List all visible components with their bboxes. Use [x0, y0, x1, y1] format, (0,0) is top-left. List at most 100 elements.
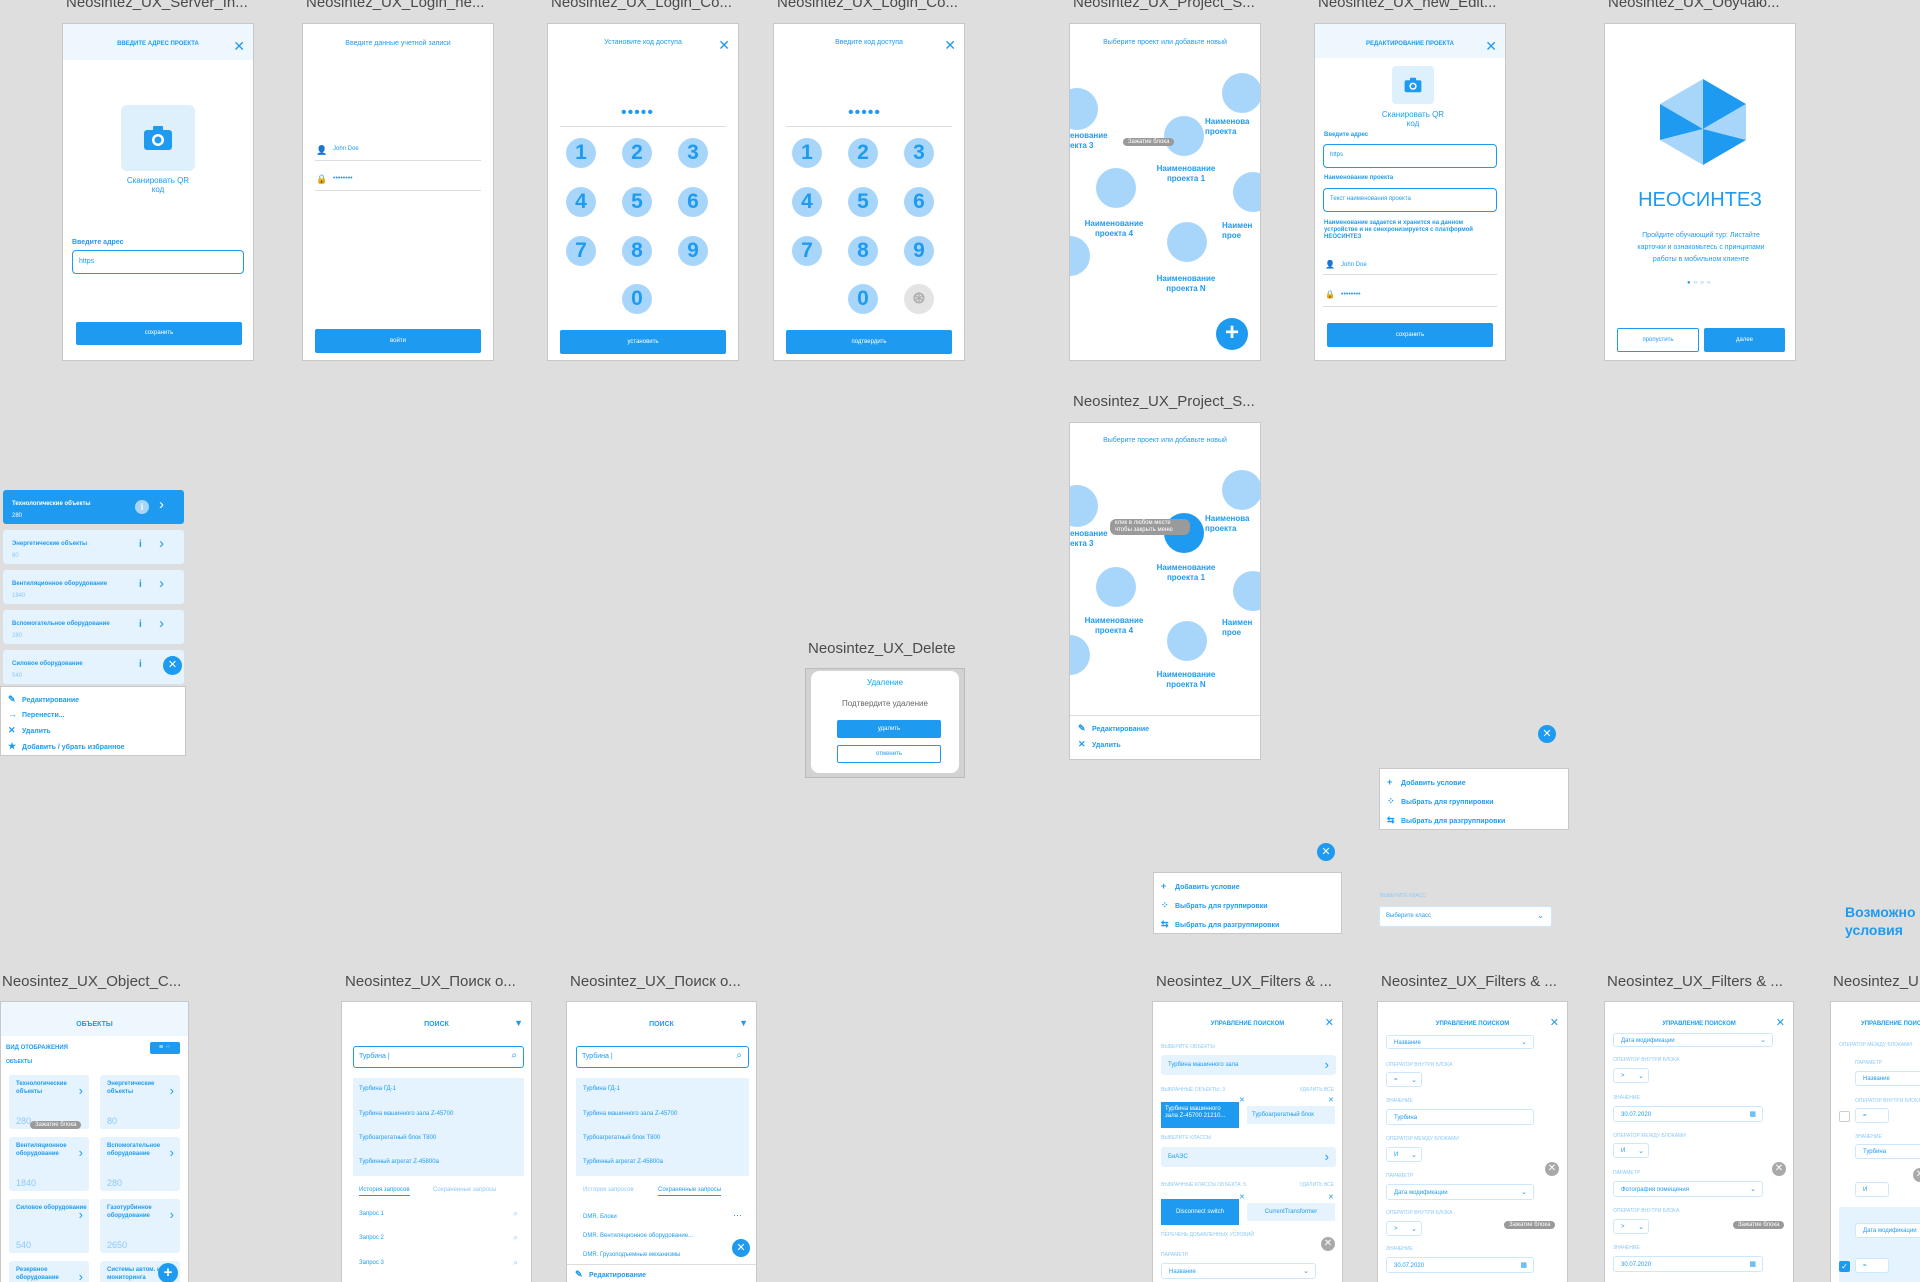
- result-item[interactable]: Турбина ГД-1: [359, 1086, 396, 1092]
- menu-item-add-condition[interactable]: +Добавить условие: [1161, 881, 1240, 891]
- close-icon[interactable]: ✕: [1549, 1017, 1559, 1029]
- menu-item-edit[interactable]: ✎Редактирование: [8, 694, 80, 704]
- param-select[interactable]: Название: [1855, 1071, 1920, 1086]
- more-icon[interactable]: ⋯: [733, 1210, 742, 1220]
- key-6[interactable]: 6: [904, 187, 934, 217]
- info-icon[interactable]: i: [135, 500, 149, 514]
- login-button[interactable]: войти: [315, 329, 481, 353]
- menu-item-group[interactable]: ⁘Выбрать для группировки: [1161, 900, 1268, 910]
- operator-select[interactable]: =⌄: [1386, 1072, 1422, 1087]
- key-5[interactable]: 5: [848, 187, 878, 217]
- confirm-pin-button[interactable]: подтвердить: [786, 330, 952, 354]
- result-item[interactable]: Турбоагрегатный блок Т800: [583, 1135, 661, 1141]
- tab-history[interactable]: История запросов: [583, 1187, 634, 1193]
- close-icon[interactable]: ✕: [1239, 1097, 1245, 1104]
- menu-item-favorite[interactable]: ★Добавить / убрать избранное: [8, 741, 125, 751]
- history-item[interactable]: Запрос 3: [359, 1260, 384, 1266]
- between-operator-select[interactable]: И: [1855, 1182, 1889, 1197]
- close-icon[interactable]: ✕: [1545, 1162, 1559, 1176]
- result-item[interactable]: Турбоагрегатный блок Т800: [359, 1135, 437, 1141]
- key-0[interactable]: 0: [848, 284, 878, 314]
- saved-item[interactable]: DMR. Грузоподъемные механизмы: [583, 1252, 681, 1258]
- menu-item-ungroup[interactable]: ⇆Выбрать для разгруппировки: [1387, 815, 1506, 825]
- key-3[interactable]: 3: [904, 138, 934, 168]
- operator-select[interactable]: =: [1855, 1258, 1889, 1273]
- result-item[interactable]: Турбинный агрегат Z-45800a: [583, 1159, 663, 1165]
- project-bubble[interactable]: [1070, 236, 1090, 276]
- operator-select[interactable]: =: [1855, 1108, 1889, 1123]
- param-select[interactable]: Дата модификации⌄: [1386, 1184, 1534, 1200]
- add-object-button[interactable]: +: [158, 1263, 178, 1282]
- menu-item-edit[interactable]: ✎Редактирование: [575, 1269, 647, 1279]
- project-bubble[interactable]: [1096, 168, 1136, 208]
- search-icon[interactable]: ⌕: [513, 1258, 518, 1267]
- class-select[interactable]: Выберите класс⌄: [1379, 906, 1552, 927]
- close-icon[interactable]: ✕: [1324, 1017, 1334, 1029]
- search-icon[interactable]: ⌕: [513, 1233, 518, 1242]
- key-9[interactable]: 9: [678, 236, 708, 266]
- chevron-right-icon[interactable]: ›: [159, 615, 164, 632]
- param-select[interactable]: Дата модификации: [1855, 1223, 1920, 1238]
- menu-item-move[interactable]: →Перенести...: [8, 709, 65, 719]
- key-8[interactable]: 8: [848, 236, 878, 266]
- date-input[interactable]: 30.07.2020▦: [1613, 1256, 1763, 1272]
- result-item[interactable]: Турбина машинного зала Z-45700: [359, 1111, 454, 1117]
- close-icon[interactable]: ✕: [1775, 1017, 1785, 1029]
- key-6[interactable]: 6: [678, 187, 708, 217]
- list-item[interactable]: Энергетические объекты 80 i ›: [3, 530, 184, 564]
- menu-item-ungroup[interactable]: ⇆Выбрать для разгруппировки: [1161, 919, 1280, 929]
- param-select[interactable]: Фотография помещения⌄: [1613, 1181, 1763, 1197]
- key-4[interactable]: 4: [792, 187, 822, 217]
- chevron-right-icon[interactable]: ›: [159, 575, 164, 592]
- history-item[interactable]: Запрос 2: [359, 1235, 384, 1241]
- tab-saved[interactable]: Сохраненные запросы: [658, 1187, 722, 1196]
- menu-item-edit[interactable]: ✎Редактирование: [1078, 723, 1150, 733]
- menu-item-group[interactable]: ⁘Выбрать для группировки: [1387, 796, 1494, 806]
- project-bubble[interactable]: [1070, 485, 1098, 527]
- chosen-class-chip[interactable]: Disconnect switch: [1161, 1199, 1239, 1225]
- tab-saved[interactable]: Сохраненные запросы: [433, 1187, 497, 1193]
- info-icon[interactable]: i: [139, 539, 142, 550]
- fingerprint-icon[interactable]: ⊛: [904, 284, 934, 314]
- close-icon[interactable]: ✕: [1485, 38, 1497, 54]
- key-2[interactable]: 2: [622, 138, 652, 168]
- key-7[interactable]: 7: [792, 236, 822, 266]
- key-1[interactable]: 1: [792, 138, 822, 168]
- project-bubble[interactable]: [1164, 116, 1204, 156]
- class-select[interactable]: БиАЭС›: [1161, 1147, 1336, 1167]
- key-2[interactable]: 2: [848, 138, 878, 168]
- result-item[interactable]: Турбина машинного зала Z-45700: [583, 1111, 678, 1117]
- chosen-object-chip[interactable]: Турбина машинного зала Z-45700 21210...: [1161, 1102, 1239, 1128]
- saved-item[interactable]: DMR. Блоки: [583, 1214, 617, 1220]
- between-operator-select[interactable]: И⌄: [1386, 1147, 1422, 1162]
- chosen-class-chip[interactable]: CurrentTransformer: [1247, 1203, 1335, 1221]
- username-field[interactable]: John Doe: [1341, 262, 1367, 268]
- key-0[interactable]: 0: [622, 284, 652, 314]
- close-icon[interactable]: ✕: [1321, 1237, 1335, 1251]
- scan-qr-button[interactable]: [1392, 66, 1434, 104]
- value-input[interactable]: Турбина: [1386, 1109, 1534, 1125]
- save-button[interactable]: сохранить: [76, 322, 242, 345]
- project-bubble[interactable]: [1222, 73, 1260, 113]
- project-bubble[interactable]: [1233, 172, 1260, 212]
- project-bubble[interactable]: [1233, 571, 1260, 611]
- close-icon[interactable]: ✕: [1538, 725, 1556, 743]
- list-item[interactable]: Вспомогательное оборудование 280 i ›: [3, 610, 184, 644]
- address-input[interactable]: https: [72, 250, 244, 274]
- search-input[interactable]: Турбина |⌕: [353, 1046, 524, 1068]
- key-8[interactable]: 8: [622, 236, 652, 266]
- cancel-button[interactable]: отменить: [837, 745, 941, 763]
- menu-item-delete[interactable]: ✕Удалить: [1078, 739, 1121, 749]
- close-icon[interactable]: ✕: [163, 656, 182, 675]
- group-checkbox-checked[interactable]: ✓: [1839, 1261, 1850, 1272]
- save-button[interactable]: сохранить: [1327, 323, 1493, 347]
- delete-all-link[interactable]: УДАЛИТЬ ВСЕ: [1299, 1087, 1335, 1093]
- param-select[interactable]: Название⌄: [1161, 1263, 1316, 1279]
- search-input[interactable]: Турбина |⌕: [576, 1046, 749, 1068]
- result-item[interactable]: Турбинный агрегат Z-45800a: [359, 1159, 439, 1165]
